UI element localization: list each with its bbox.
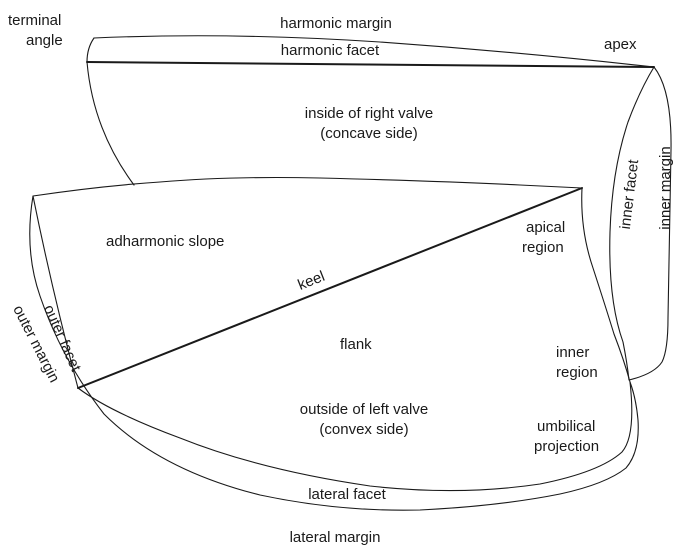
outside-left-valve-label-line1: outside of left valve	[300, 401, 428, 418]
inner-margin-label: inner margin	[657, 146, 674, 229]
umbilical-projection-label-line2: projection	[534, 438, 599, 455]
lateral-margin-outline	[29, 195, 639, 511]
harmonic-facet-label: harmonic facet	[281, 42, 380, 59]
apex-label: apex	[604, 36, 637, 53]
umbilical-projection-label-line1: umbilical	[537, 418, 595, 435]
adharmonic-top-outline	[32, 176, 583, 197]
inside-right-valve-label-line2: (concave side)	[320, 125, 418, 142]
terminal-angle-label-line1: terminal	[8, 12, 61, 29]
terminal-angle-label-line2: angle	[26, 32, 63, 49]
lateral-margin-label: lateral margin	[290, 529, 381, 546]
right-valve-terminal-edge	[86, 61, 135, 186]
inside-right-valve-label-line1: inside of right valve	[305, 105, 433, 122]
inner-facet-line	[609, 66, 655, 381]
inner-margin-outline	[628, 66, 672, 381]
apical-region-label-line2: region	[522, 239, 564, 256]
adharmonic-slope-label: adharmonic slope	[106, 233, 224, 250]
flank-label: flank	[340, 336, 372, 353]
inner-region-label-line2: region	[556, 364, 598, 381]
inner-region-label-line1: inner	[556, 344, 589, 361]
left-valve-front-edge	[32, 195, 79, 389]
lateral-facet-label: lateral facet	[308, 486, 386, 503]
terminal-angle-edge	[86, 37, 95, 63]
apical-region-label-line1: apical	[526, 219, 565, 236]
harmonic-margin-label: harmonic margin	[280, 15, 392, 32]
lateral-facet-line	[77, 381, 633, 492]
harmonic-margin-outline	[93, 35, 655, 68]
keel-line	[77, 187, 583, 389]
keel-label: keel	[295, 268, 327, 294]
outside-left-valve-label-line2: (convex side)	[319, 421, 408, 438]
inner-region-edge	[581, 187, 631, 383]
harmonic-facet-line	[86, 61, 655, 68]
inner-facet-label: inner facet	[617, 158, 643, 230]
